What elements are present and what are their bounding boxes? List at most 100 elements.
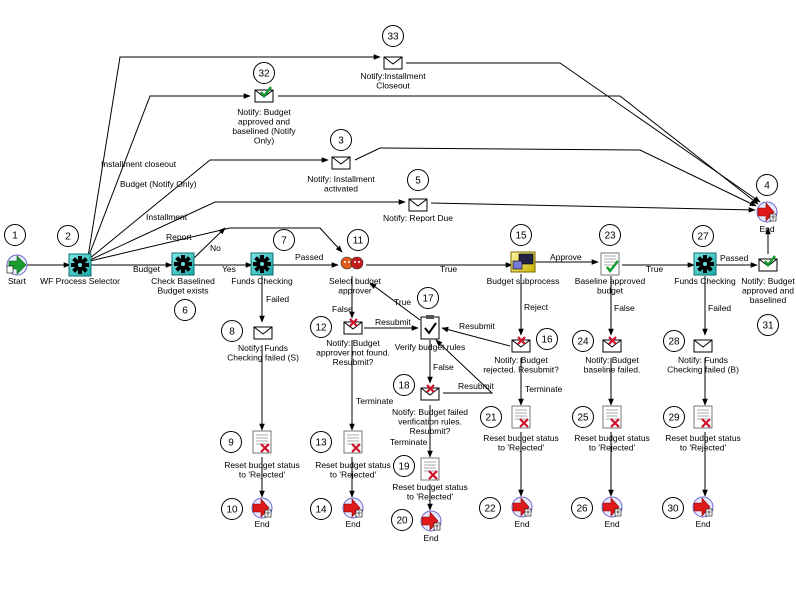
node-label: End [514, 519, 529, 529]
node-number-circle [273, 229, 295, 251]
node-number-circle [756, 174, 778, 196]
node-label: Notify: Budget [585, 355, 639, 365]
node-label: Check Baselined [151, 276, 215, 286]
node-number-circle [253, 62, 275, 84]
node-number-circle [391, 509, 413, 531]
node-label: Reset budget status [665, 433, 741, 443]
node-number-circle [417, 287, 439, 309]
edge-label-passed-7: Passed [295, 252, 324, 262]
node-label: Closeout [376, 81, 410, 91]
node-label: to 'Rejected' [330, 470, 377, 480]
node-number-circle [662, 497, 684, 519]
node-number-circle [221, 498, 243, 520]
node-label: Checking failed (S) [227, 353, 299, 363]
node-number: 26 [576, 504, 588, 515]
node-number-circle [382, 25, 404, 47]
start-icon [6, 254, 28, 276]
edge-label-true-17: True [394, 297, 411, 307]
edge-label-reject: Reject [524, 302, 549, 312]
edge-label-no: No [210, 243, 221, 253]
node-number: 31 [762, 321, 774, 332]
reset-icon [420, 457, 440, 481]
edges-layer [27, 54, 771, 511]
node-number-circle [536, 328, 558, 350]
node-number-circle [4, 224, 26, 246]
notify-icon [408, 198, 428, 212]
node-number-circle [479, 497, 501, 519]
node-number-circle [599, 224, 621, 246]
edge-label-resubmit-12: Resubmit [375, 317, 412, 327]
node-number: 13 [315, 438, 327, 449]
node-label: Notify: Budget [494, 355, 548, 365]
notify-x-icon [420, 384, 440, 401]
node-number: 27 [697, 232, 709, 243]
node-label: to 'Rejected' [589, 443, 636, 453]
node-label: Funds Checking [231, 276, 293, 286]
edge-2-32 [87, 93, 251, 259]
node-label: activated [324, 184, 358, 194]
node-number: 12 [315, 323, 327, 334]
node-label: Reset budget status [483, 433, 559, 443]
edge-label-false-23: False [614, 303, 635, 313]
node-number: 14 [315, 505, 327, 516]
node-number-circle [310, 498, 332, 520]
node-number-circle [57, 225, 79, 247]
node-number: 29 [668, 413, 680, 424]
node-number-circle [393, 374, 415, 396]
node-label: baseline failed. [584, 365, 641, 375]
node-number: 10 [226, 505, 238, 516]
node-number: 25 [577, 413, 589, 424]
edge-3-4 [354, 147, 757, 207]
verify-icon [420, 315, 440, 340]
node-number: 33 [387, 32, 399, 43]
edge-label-true-11: True [440, 264, 457, 274]
node-number-circle [310, 431, 332, 453]
node-label: End [759, 224, 774, 234]
node-number: 30 [667, 504, 679, 515]
node-2-gear[interactable]: 2WF Process Selector [40, 225, 120, 287]
edge-label-installment-closeout: Installment closeout [101, 159, 177, 169]
notify-icon [383, 56, 403, 70]
edge-17-11 [369, 282, 421, 321]
node-number: 20 [396, 516, 408, 527]
gear-icon [250, 252, 274, 276]
node-label: Notify: Budget [237, 107, 291, 117]
node-number: 19 [398, 462, 410, 473]
gear-icon [68, 253, 92, 277]
node-number: 11 [353, 236, 364, 247]
node-label: Budget subprocess [487, 276, 560, 286]
node-number: 2 [65, 232, 71, 243]
